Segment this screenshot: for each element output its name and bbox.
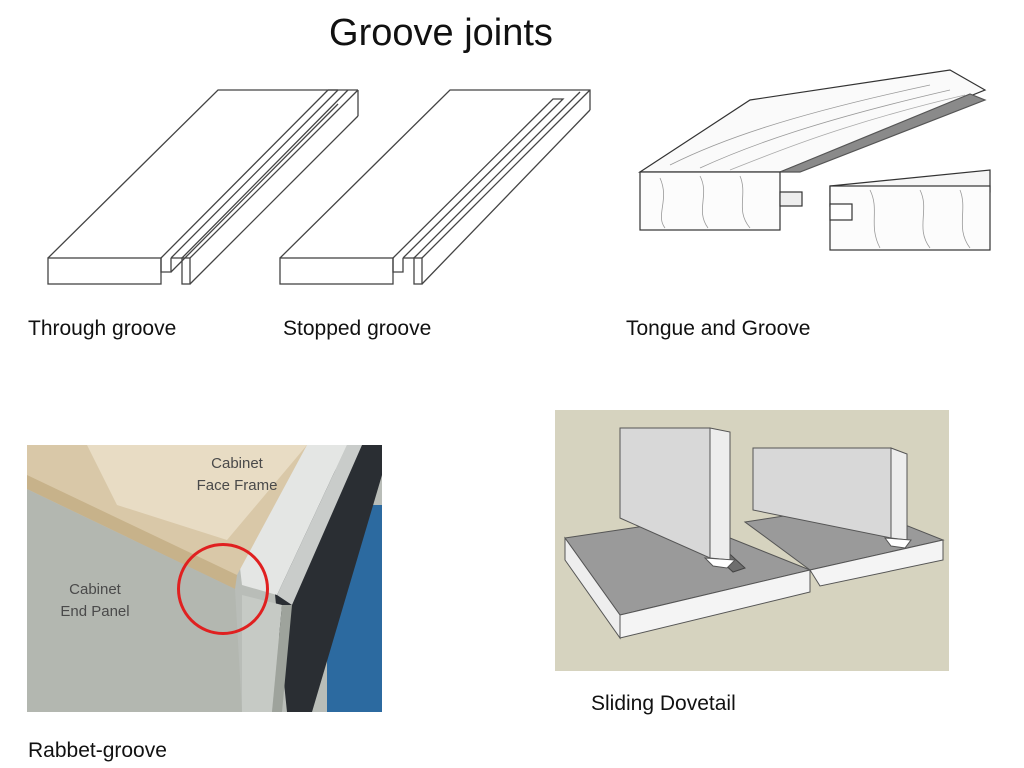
sliding-dovetail-caption: Sliding Dovetail bbox=[591, 692, 736, 715]
through-groove-figure bbox=[40, 82, 370, 292]
stopped-groove-caption: Stopped groove bbox=[283, 317, 432, 340]
face-frame-label-line1: Cabinet bbox=[211, 455, 263, 472]
tongue-and-groove-caption: Tongue and Groove bbox=[626, 317, 811, 340]
highlight-circle bbox=[177, 543, 269, 635]
rabbet-groove-caption: Rabbet-groove bbox=[28, 739, 167, 762]
rabbet-groove-photo: Cabinet Face Frame Cabinet End Panel bbox=[27, 445, 382, 712]
face-frame-label-line2: Face Frame bbox=[196, 477, 278, 494]
tongue-and-groove-figure bbox=[630, 60, 1000, 260]
slide-title: Groove joints bbox=[329, 12, 553, 54]
through-groove-caption: Through groove bbox=[28, 317, 177, 340]
end-panel-label-line2: End Panel bbox=[60, 603, 130, 620]
face-frame-label: Cabinet Face Frame bbox=[177, 453, 297, 497]
end-panel-label: Cabinet End Panel bbox=[45, 579, 145, 623]
stopped-groove-figure bbox=[272, 82, 602, 292]
sliding-dovetail-figure bbox=[555, 410, 949, 671]
end-panel-label-line1: Cabinet bbox=[69, 581, 121, 598]
